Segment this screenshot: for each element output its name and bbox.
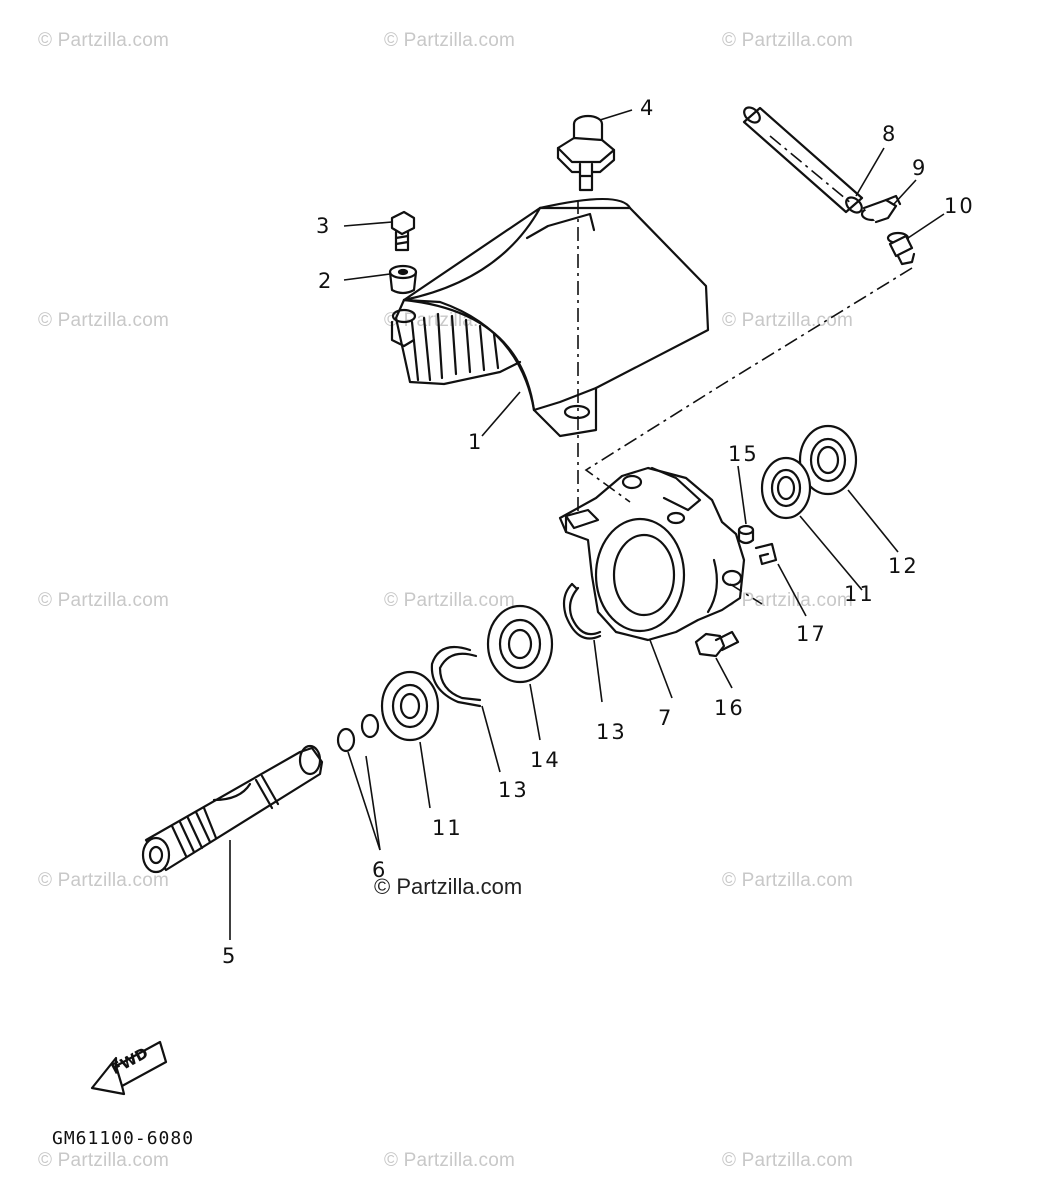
watermark: © Partzilla.com — [722, 30, 854, 51]
o-rings-part-6 — [336, 713, 380, 753]
drawing-code: GM61100-6080 — [52, 1128, 195, 1149]
callout-6: 6 — [372, 858, 388, 882]
watermark: © Partzilla.com — [384, 30, 516, 51]
watermark: © Partzilla.com — [384, 590, 516, 611]
callout-4: 4 — [640, 96, 656, 120]
callout-5: 5 — [222, 944, 238, 968]
bearing-part-12 — [798, 424, 858, 496]
callout-15: 15 — [728, 442, 759, 466]
circlip-part-13-lower — [430, 646, 482, 708]
bolt-part-16 — [694, 630, 740, 658]
callout-2: 2 — [318, 269, 334, 293]
grommet-part-4 — [556, 114, 616, 192]
bearing-part-14 — [486, 604, 554, 684]
callout-11-lower: 11 — [432, 816, 463, 840]
watermark: © Partzilla.com — [38, 310, 170, 331]
clip-part-9 — [860, 194, 902, 224]
circlip-part-13-upper — [562, 582, 602, 640]
callout-17: 17 — [796, 622, 827, 646]
pin-part-8 — [742, 106, 864, 214]
watermark: © Partzilla.com — [722, 310, 854, 331]
callout-7: 7 — [658, 706, 674, 730]
watermark: © Partzilla.com — [38, 590, 170, 611]
callout-14: 14 — [530, 748, 561, 772]
callout-1: 1 — [468, 430, 484, 454]
watermark: © Partzilla.com — [722, 590, 854, 611]
callout-8: 8 — [882, 122, 898, 146]
clip-part-17 — [754, 542, 778, 566]
main-watermark: © Partzilla.com — [374, 874, 523, 899]
watermark: © Partzilla.com — [722, 1150, 854, 1171]
housing-part-7 — [558, 466, 746, 642]
callout-13-lower: 13 — [498, 778, 529, 802]
callout-16: 16 — [714, 696, 745, 720]
watermark: © Partzilla.com — [384, 1150, 516, 1171]
callout-11-upper: 11 — [844, 582, 875, 606]
callout-9: 9 — [912, 156, 928, 180]
callout-3: 3 — [316, 214, 332, 238]
callout-12: 12 — [888, 554, 919, 578]
callout-10: 10 — [944, 194, 975, 218]
cover-part-1 — [390, 197, 710, 438]
rivet-part-10 — [886, 231, 916, 266]
watermark: © Partzilla.com — [38, 870, 170, 891]
dowel-part-15 — [737, 524, 755, 545]
bearing-part-11-upper — [760, 456, 812, 520]
watermark: © Partzilla.com — [722, 870, 854, 891]
shaft-part-5 — [141, 744, 324, 874]
watermark: © Partzilla.com — [38, 1150, 170, 1171]
watermark: © Partzilla.com — [38, 30, 170, 51]
fwd-arrow-icon — [90, 1040, 168, 1096]
bolt-part-3 — [390, 210, 416, 252]
collar-part-2 — [388, 264, 418, 295]
callout-13-upper: 13 — [596, 720, 627, 744]
bearing-part-11-lower — [380, 670, 440, 742]
